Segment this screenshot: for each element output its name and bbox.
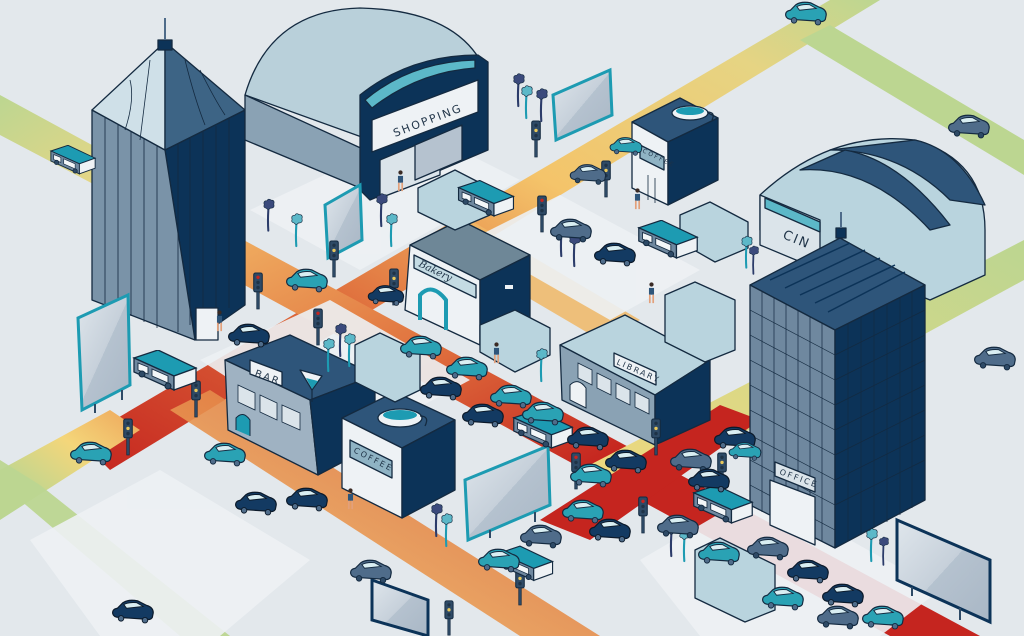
bar-sign-panel	[249, 359, 283, 387]
building-coffee-south: COFFEE	[341, 391, 456, 519]
shopping-sign-panel	[371, 79, 479, 153]
tower-door	[195, 307, 219, 341]
building-coffee-north: COFFEE	[631, 97, 719, 206]
billboard-west	[76, 292, 132, 413]
billboard-center	[463, 443, 552, 543]
billboard-south	[370, 577, 430, 636]
billboard-shopping	[323, 182, 364, 261]
shopping-billboard-small	[414, 124, 463, 181]
building-bar: BAR	[224, 334, 376, 476]
building-shopping: SHOPPING	[244, 7, 489, 201]
billboard-east	[895, 517, 992, 625]
road-northeast-free	[800, 25, 1024, 175]
billboards	[76, 67, 992, 636]
tower-west	[91, 18, 246, 341]
billboard-north	[551, 67, 614, 143]
building-office: OFFICE	[749, 212, 926, 549]
office-sign-panel	[774, 461, 816, 493]
